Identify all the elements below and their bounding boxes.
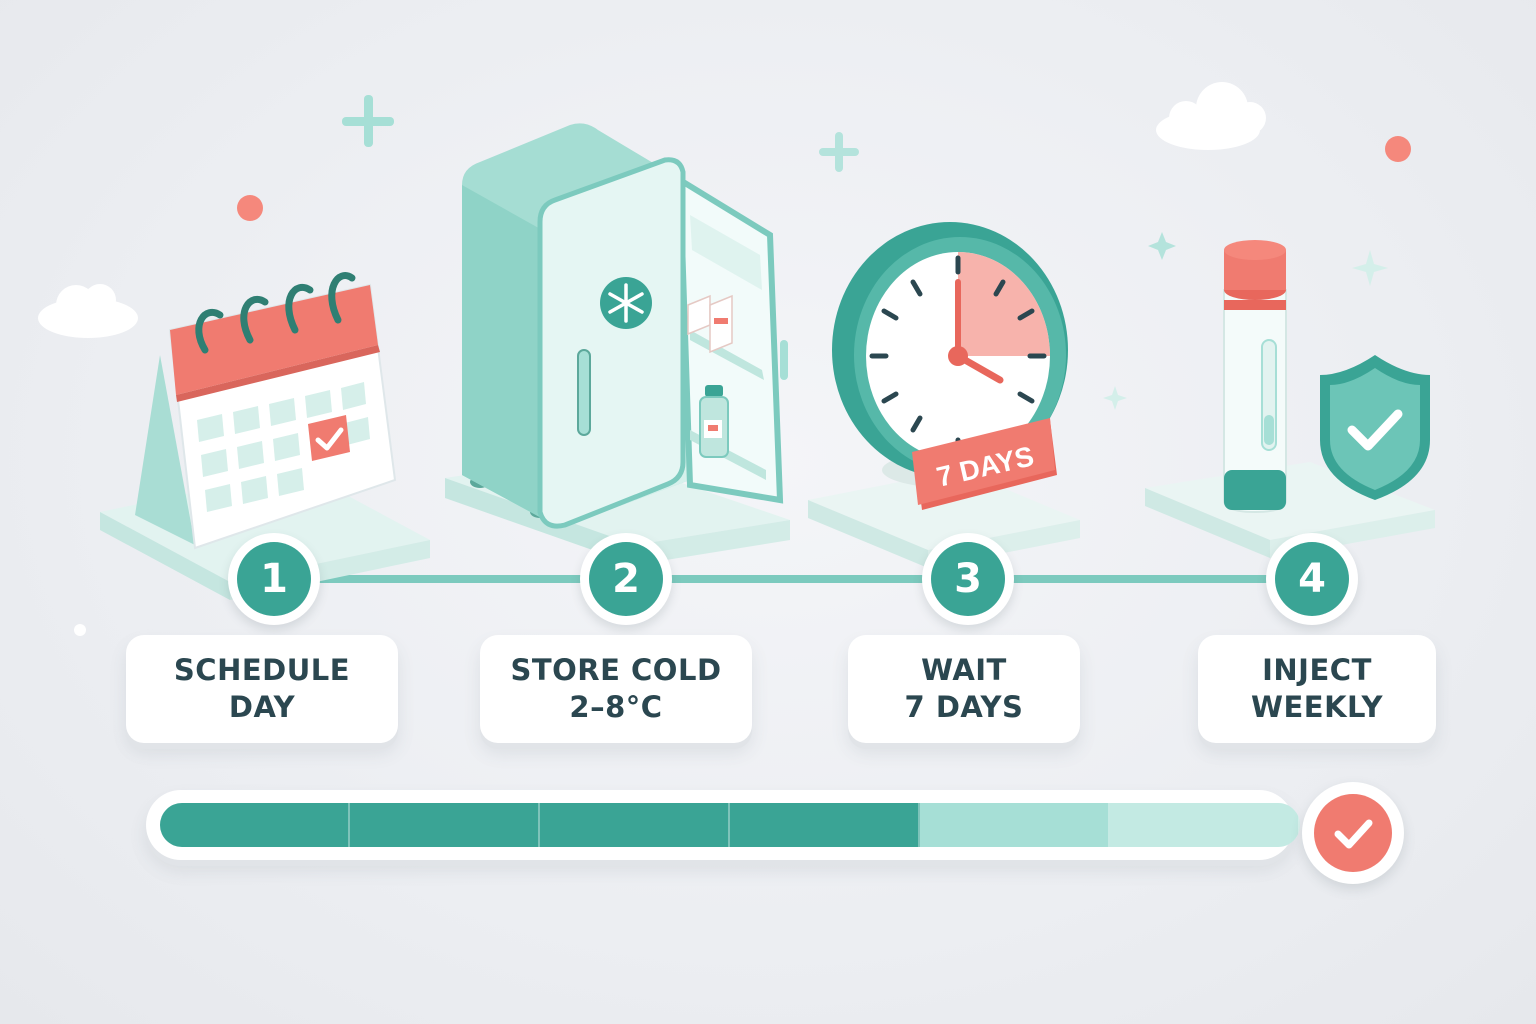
dot-decoration <box>74 624 86 636</box>
sparkle-icon <box>1148 232 1176 260</box>
snowflake-icon <box>600 277 652 329</box>
calendar-icon <box>135 272 397 550</box>
progress-segment-complete <box>730 803 920 847</box>
injection-pen-icon <box>1223 240 1287 514</box>
progress-bar <box>146 790 1300 860</box>
seven-days-badge: 7 DAYS <box>912 418 1057 510</box>
medicine-box-icon <box>687 294 733 354</box>
step-label-line2: 2–8°C <box>569 690 663 724</box>
dot-decoration <box>237 195 263 221</box>
clock-icon: 7 DAYS <box>832 222 1068 510</box>
step-label-card: SCHEDULE DAY <box>126 635 398 743</box>
step-label-card: INJECT WEEKLY <box>1198 635 1436 743</box>
step-label-line1: SCHEDULE <box>173 653 351 687</box>
progress-segment-complete <box>540 803 730 847</box>
dot-decoration <box>1385 136 1411 162</box>
completion-badge <box>1302 782 1404 884</box>
cloud-icon <box>1156 82 1266 150</box>
progress-segment-complete <box>350 803 540 847</box>
step-label-line2: 7 DAYS <box>904 690 1024 724</box>
progress-segment-complete <box>160 803 350 847</box>
sparkle-icon <box>1352 250 1388 286</box>
progress-segment-pending <box>920 803 1110 847</box>
sparkle-icon <box>1103 386 1127 410</box>
shield-check-icon <box>1320 355 1430 500</box>
cloud-icon <box>38 284 138 338</box>
fridge-icon <box>462 123 788 529</box>
step-label-card: STORE COLD 2–8°C <box>480 635 752 743</box>
step-label-line1: INJECT <box>1262 653 1372 687</box>
vial-icon <box>699 385 729 458</box>
step-number: 4 <box>1275 542 1349 616</box>
step-label-line1: STORE COLD <box>510 653 722 687</box>
step-label-card: WAIT 7 DAYS <box>848 635 1080 743</box>
progress-segment-pending <box>1110 803 1300 847</box>
plus-sparkle-icon <box>819 132 859 172</box>
step-number: 2 <box>589 542 663 616</box>
check-icon <box>308 415 350 461</box>
step-number-badge: 2 <box>580 533 672 625</box>
step-number-badge: 1 <box>228 533 320 625</box>
step-number: 1 <box>237 542 311 616</box>
step-number-badge: 4 <box>1266 533 1358 625</box>
step-label-line2: DAY <box>228 690 296 724</box>
progress-fill-track <box>160 803 1300 847</box>
decorations <box>38 82 1411 636</box>
step-label-line1: WAIT <box>921 653 1007 687</box>
step-number-badge: 3 <box>922 533 1014 625</box>
check-icon <box>1314 794 1392 872</box>
plus-sparkle-icon <box>342 95 394 147</box>
step-number: 3 <box>931 542 1005 616</box>
step-label-line2: WEEKLY <box>1250 690 1384 724</box>
